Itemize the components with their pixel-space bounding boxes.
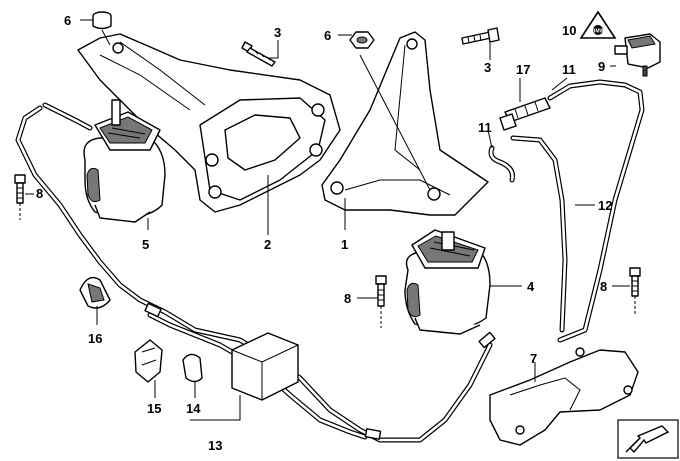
callout-15: 15 xyxy=(147,401,161,416)
engine-mount-4 xyxy=(404,229,491,335)
clamp-16 xyxy=(79,276,111,309)
bolt-8-middle xyxy=(375,275,387,328)
callout-10: 10 xyxy=(562,23,576,38)
callout-6-left: 6 xyxy=(64,13,71,28)
callout-8-right: 8 xyxy=(600,279,607,294)
callout-6-middle: 6 xyxy=(324,28,331,43)
bolt-3-top xyxy=(241,41,276,67)
callout-8-left: 8 xyxy=(36,186,43,201)
warning-label-text: BMW xyxy=(592,29,605,35)
callout-12: 12 xyxy=(598,198,612,213)
bolt-3-right xyxy=(461,27,500,45)
bracket-7 xyxy=(489,347,639,446)
engine-support-bracket-2 xyxy=(77,33,341,213)
callout-3-top: 3 xyxy=(274,25,281,40)
callout-2: 2 xyxy=(264,237,271,252)
engine-support-bracket-1 xyxy=(321,31,489,216)
callout-3-right: 3 xyxy=(484,60,491,75)
valve-9 xyxy=(614,33,661,77)
callout-4: 4 xyxy=(527,279,535,294)
callout-9: 9 xyxy=(598,59,605,74)
callout-labels: 6 3 6 3 17 11 10 9 11 12 8 5 2 1 8 4 8 1… xyxy=(36,13,612,453)
bolt-8-left xyxy=(14,174,26,220)
connector-block-13 xyxy=(231,332,299,401)
bolt-8-right xyxy=(629,267,641,315)
callout-11-left: 11 xyxy=(478,120,492,135)
callout-14: 14 xyxy=(186,401,201,416)
nut-6-middle xyxy=(349,31,375,49)
connector-17 xyxy=(499,97,551,131)
engine-mount-5 xyxy=(83,99,166,223)
callout-17: 17 xyxy=(516,62,530,77)
callout-7: 7 xyxy=(530,351,537,366)
callout-8-middle: 8 xyxy=(344,291,351,306)
warning-label-10: BMW xyxy=(579,10,617,39)
callout-16: 16 xyxy=(88,331,102,346)
clamp-15 xyxy=(134,339,163,383)
leader-lines xyxy=(25,19,630,421)
callout-13: 13 xyxy=(208,438,222,453)
hose-fittings xyxy=(144,302,496,440)
clip-14 xyxy=(182,353,203,383)
hoses-right xyxy=(488,79,645,343)
callout-5: 5 xyxy=(142,237,149,252)
callout-11-top: 11 xyxy=(562,62,576,77)
direction-arrow-icon xyxy=(617,419,679,459)
callout-1: 1 xyxy=(341,237,348,252)
nut-6-left xyxy=(92,11,112,46)
